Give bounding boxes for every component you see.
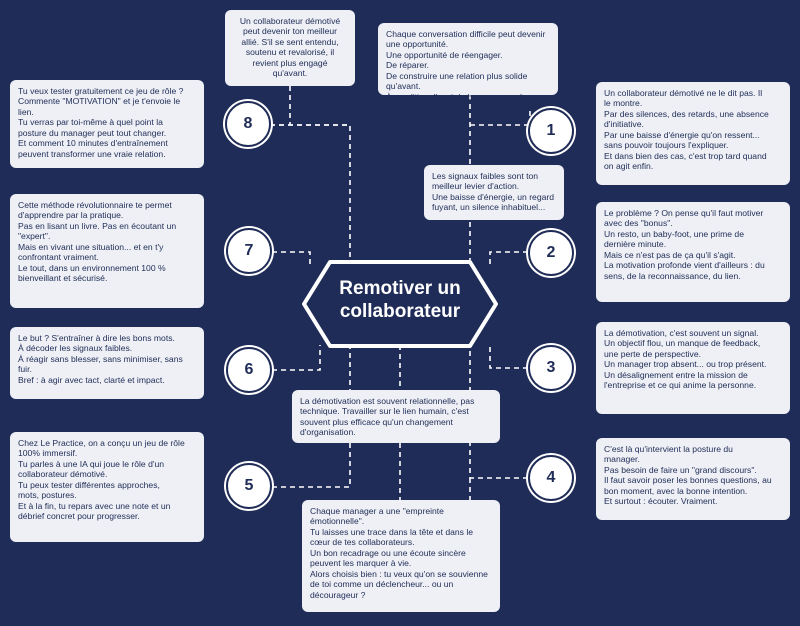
number-badge-1: 1 xyxy=(528,108,574,154)
card-left-1: Tu veux tester gratuitement ce jeu de rô… xyxy=(10,80,204,168)
card-right-3: La démotivation, c'est souvent un signal… xyxy=(596,322,790,414)
number-badge-4: 4 xyxy=(528,455,574,501)
number-badge-7: 7 xyxy=(226,228,272,274)
number-badge-6: 6 xyxy=(226,347,272,393)
card-right-2: Le problème ? On pense qu'il faut motive… xyxy=(596,202,790,302)
card-left-4: Chez Le Practice, on a conçu un jeu de r… xyxy=(10,432,204,542)
card-left-3: Le but ? S'entraîner à dire les bons mot… xyxy=(10,327,204,399)
card-top-right: Chaque conversation difficile peut deven… xyxy=(378,23,558,102)
center-title: Remotiver un collaborateur xyxy=(339,278,461,322)
number-badge-3: 3 xyxy=(528,345,574,391)
card-left-2: Cette méthode révolutionnaire te permet … xyxy=(10,194,204,308)
number-badge-5: 5 xyxy=(226,463,272,509)
card-mid-signals: Les signaux faibles sont ton meilleur le… xyxy=(424,165,564,220)
number-badge-2: 2 xyxy=(528,230,574,276)
card-right-1: Un collaborateur démotivé ne le dit pas.… xyxy=(596,82,790,185)
card-top-center: Un collaborateur démotivé peut devenir t… xyxy=(225,10,355,86)
card-bottom-center: Chaque manager a une "empreinte émotionn… xyxy=(302,500,500,612)
number-badge-8: 8 xyxy=(225,101,271,147)
center-hexagon xyxy=(302,260,498,348)
card-right-4: C'est là qu'intervient la posture du man… xyxy=(596,438,790,520)
card-mid-relation: La démotivation est souvent relationnell… xyxy=(292,390,500,443)
